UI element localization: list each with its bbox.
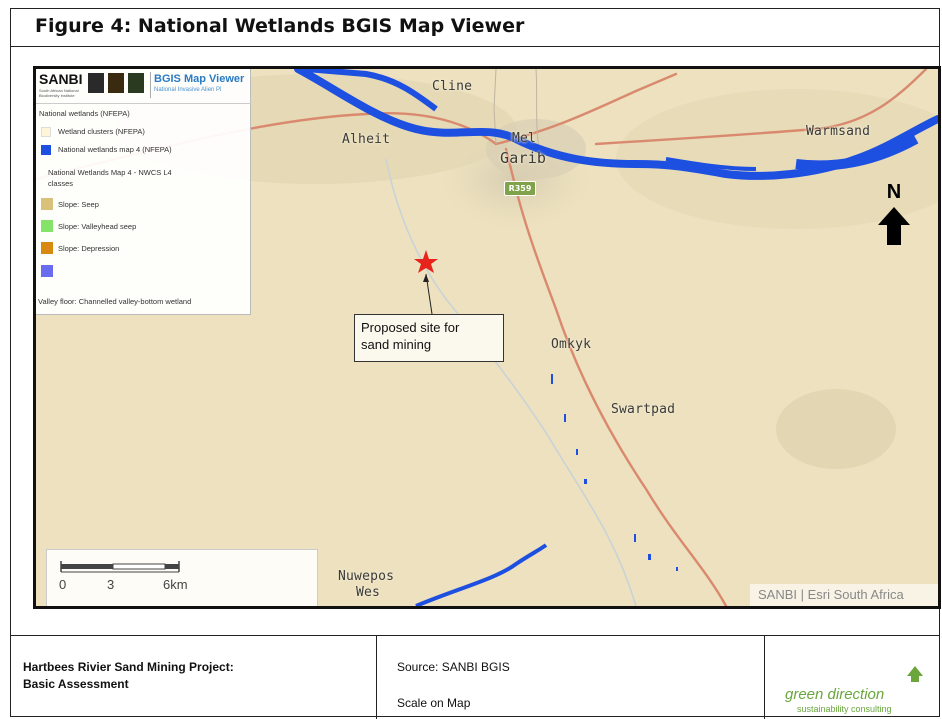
road-shield-badge: R359 <box>504 181 536 196</box>
viewer-title: BGIS Map Viewer <box>154 73 245 85</box>
figure-header: Figure 4: National Wetlands BGIS Map Vie… <box>11 9 939 47</box>
legend-item-clusters: Wetland clusters (NFEPA) <box>58 127 145 136</box>
figure-title: Figure 4: National Wetlands BGIS Map Vie… <box>35 15 525 37</box>
wetland-river-wide <box>795 134 919 171</box>
road-r359 <box>504 147 728 606</box>
legend-swatch-depression <box>41 242 53 254</box>
legend-heading-nwcs: National Wetlands Map 4 - NWCS L4 <box>48 168 172 177</box>
legend-banner: SANBI South African National Biodiversit… <box>36 69 251 104</box>
legend-swatch-valley-floor <box>41 265 53 277</box>
legend-heading-nwcs-cont: classes <box>48 179 74 188</box>
legend-item-valleyhead: Slope: Valleyhead seep <box>58 222 137 231</box>
site-marker-star-icon <box>414 250 438 273</box>
sanbi-logo-icon <box>128 73 144 93</box>
north-label: N <box>886 181 902 203</box>
project-title: Hartbees Rivier Sand Mining Project: <box>23 660 234 674</box>
legend-item-seep: Slope: Seep <box>58 200 99 209</box>
footer-logo-cell: green direction sustainability consultin… <box>765 636 941 719</box>
terrain-shade <box>616 89 938 229</box>
legend-heading-nfepa: National wetlands (NFEPA) <box>39 109 130 118</box>
site-callout-line1: Proposed site for <box>361 320 460 335</box>
road-east <box>594 69 928 146</box>
company-name: green direction <box>785 686 885 703</box>
legend-swatch-wetlands <box>41 145 51 155</box>
terrain-hill <box>776 389 896 469</box>
map-canvas[interactable] <box>36 69 938 606</box>
legend-swatch-seep <box>41 198 53 210</box>
company-tagline: sustainability consulting <box>797 704 892 714</box>
site-callout-line2: sand mining <box>361 337 432 352</box>
place-label-nuwepos: Nuwepos <box>338 569 395 584</box>
banner-divider <box>150 72 151 98</box>
place-label-wes: Wes <box>356 585 381 600</box>
sanbi-logo-icon <box>108 73 124 93</box>
wetland-river-arm <box>305 69 438 112</box>
legend-swatch-valleyhead <box>41 220 53 232</box>
map-attribution[interactable]: SANBI | Esri South Africa <box>750 584 938 606</box>
place-label-warmsand: Warmsand <box>806 124 871 139</box>
figure-frame: Figure 4: National Wetlands BGIS Map Vie… <box>10 8 941 719</box>
legend-swatch-clusters <box>41 127 51 137</box>
footer-project-cell: Hartbees Rivier Sand Mining Project: Bas… <box>11 636 377 719</box>
scale-text: Scale on Map <box>397 696 471 710</box>
wetland-south <box>415 543 548 606</box>
place-label-mel: Mel <box>512 131 537 146</box>
scale-label-0: 0 <box>59 577 67 592</box>
legend-item-valley-floor: Valley floor: Channelled valley-bottom w… <box>38 297 192 306</box>
place-label-swartpad: Swartpad <box>611 402 676 417</box>
sanbi-logo-icon <box>88 73 104 93</box>
legend-panel: SANBI South African National Biodiversit… <box>36 69 251 315</box>
map-viewer[interactable]: Cline Alheit Mel Garib Warmsand Omkyk Sw… <box>33 66 941 609</box>
wetland-river-section <box>665 157 757 171</box>
scale-label-6km: 6km <box>163 577 188 592</box>
scale-label-3: 3 <box>107 577 115 592</box>
source-text: Source: SANBI BGIS <box>397 660 510 674</box>
river-tributary <box>385 158 637 606</box>
north-arrow-icon <box>878 207 910 245</box>
legend-item-wetlands: National wetlands map 4 (NFEPA) <box>58 145 172 154</box>
scale-bar-graphic <box>60 561 180 573</box>
footer-source-cell: Source: SANBI BGIS Scale on Map <box>377 636 765 719</box>
north-arrow: N <box>874 181 914 251</box>
place-label-garib: Garib <box>500 149 547 167</box>
sanbi-logo-text: SANBI <box>39 71 83 87</box>
place-label-alheit: Alheit <box>342 132 391 147</box>
figure-footer: Hartbees Rivier Sand Mining Project: Bas… <box>11 635 941 719</box>
place-label-cline: Cline <box>432 79 473 94</box>
place-label-omkyk: Omkyk <box>551 337 592 352</box>
scale-bar: 0 3 6km <box>46 549 318 606</box>
callout-arrowhead <box>423 274 429 282</box>
sanbi-subtext: South African National Biodiversity Inst… <box>39 88 79 98</box>
legend-item-depression: Slope: Depression <box>58 244 120 253</box>
site-callout-box: Proposed site for sand mining <box>354 314 504 362</box>
viewer-subtitle: National Invasive Alien Pl <box>154 87 222 93</box>
project-subtitle: Basic Assessment <box>23 677 129 691</box>
green-direction-logo-icon <box>907 666 923 682</box>
